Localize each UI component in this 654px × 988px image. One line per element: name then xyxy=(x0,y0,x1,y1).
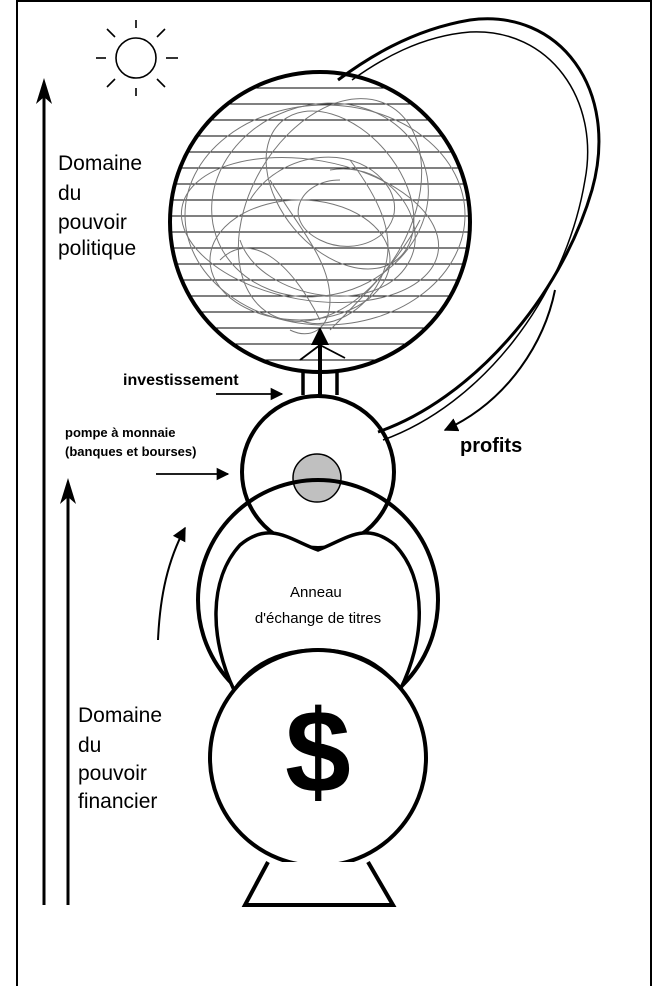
diagram-frame xyxy=(16,0,652,986)
political-domain-line: politique xyxy=(58,237,136,260)
money-pump xyxy=(240,394,396,550)
political-domain-line: du xyxy=(58,182,81,205)
globe-icon xyxy=(168,70,472,374)
power-arrow-right xyxy=(60,478,76,905)
power-arrow-left xyxy=(36,78,52,905)
political-domain-line: pouvoir xyxy=(58,211,127,234)
dollar-chamber xyxy=(208,648,428,907)
investment-label: investissement xyxy=(123,372,239,389)
ring-label-line: d'échange de titres xyxy=(255,610,381,627)
financial-domain-line: pouvoir xyxy=(78,762,147,785)
ring-label: Anneau d'échange de titres xyxy=(255,584,381,627)
ring-label-line: Anneau xyxy=(290,584,342,601)
profits-arrow xyxy=(443,289,556,432)
political-domain-line: Domaine xyxy=(58,152,142,175)
dollar-sign-icon: $ xyxy=(285,686,351,818)
pump-neck xyxy=(301,370,339,395)
pump-label: pompe à monnaie (banques et bourses) xyxy=(65,425,196,459)
financial-domain-line: Domaine xyxy=(78,704,162,727)
sun-icon xyxy=(96,20,178,96)
financial-domain-line: financier xyxy=(78,790,157,813)
pump-label-line: pompe à monnaie xyxy=(65,425,176,440)
profits-loop xyxy=(337,17,601,441)
rising-arrows xyxy=(299,327,346,361)
pump-core-circle xyxy=(292,453,342,503)
financial-domain-line: du xyxy=(78,734,101,757)
pump-label-line: (banques et bourses) xyxy=(65,444,196,459)
profits-label: profits xyxy=(460,435,522,457)
financial-domain-label: Domaine du pouvoir financier xyxy=(78,704,168,813)
political-domain-label: Domaine du pouvoir politique xyxy=(58,152,148,260)
ring-flow-arrow xyxy=(157,526,186,641)
